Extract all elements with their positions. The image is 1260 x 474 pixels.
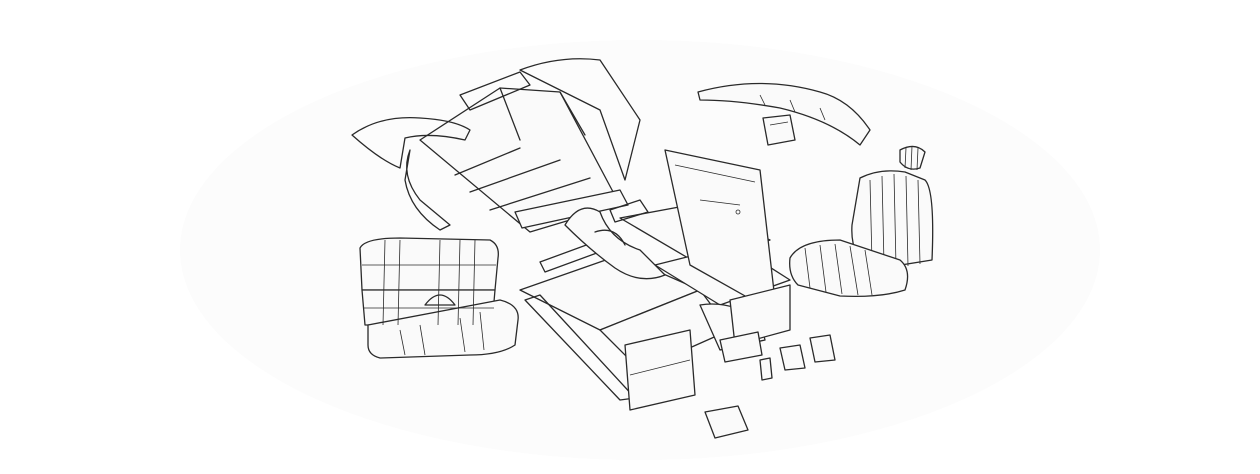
rear-seat bbox=[359, 237, 519, 359]
small-trim-pieces bbox=[704, 334, 836, 439]
footwell-side-panels bbox=[624, 284, 791, 411]
transmission-tunnel-cover bbox=[564, 207, 666, 280]
rear-wheel-arch-trim bbox=[351, 116, 471, 231]
dashboard-top-roll bbox=[697, 82, 871, 146]
front-seat bbox=[789, 145, 934, 298]
center-console-pod bbox=[762, 114, 796, 146]
rear-parcel-shelf-panels bbox=[419, 58, 641, 233]
